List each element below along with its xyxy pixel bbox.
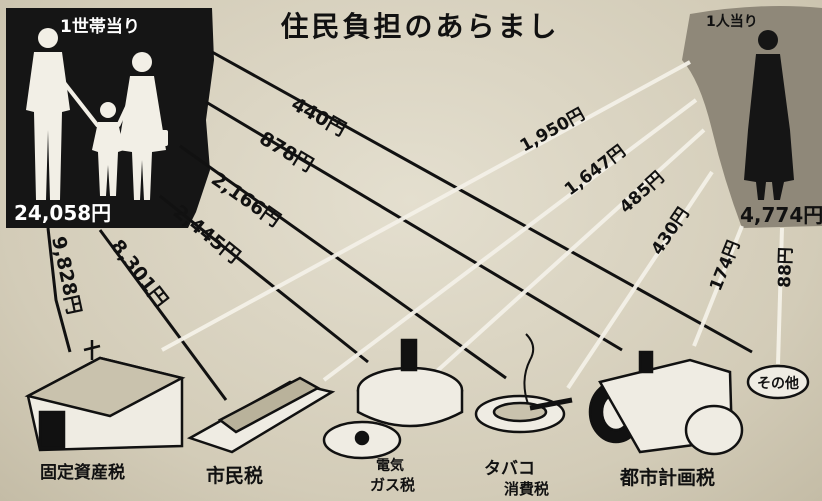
category-city-planning: 都市計画税 <box>619 466 715 489</box>
category-tobacco-2: 消費税 <box>504 480 549 498</box>
category-resident: 市民税 <box>206 464 263 487</box>
category-electric-gas-1: 電気 <box>376 457 404 474</box>
household-value-resident: 8,301円 <box>106 236 172 312</box>
household-value-other: 440円 <box>288 93 350 141</box>
person-value-electric-gas: 485円 <box>616 168 668 218</box>
person-label: 1人当り <box>706 13 758 30</box>
person-value-city-planning: 174円 <box>706 238 744 294</box>
person-total: 4,774円 <box>740 203 822 227</box>
category-other: その他 <box>757 375 799 392</box>
line-household-city-planning <box>205 100 623 352</box>
person-value-other: 88円 <box>775 247 796 288</box>
category-property: 固定資産税 <box>40 462 125 483</box>
line-household-tobacco <box>179 144 507 380</box>
electric-gas-icon <box>322 338 464 460</box>
household-value-electric-gas: 2,445円 <box>169 201 244 268</box>
household-value-tobacco: 2,166円 <box>207 168 284 231</box>
woman-icon <box>744 30 794 200</box>
household-lines <box>46 50 753 401</box>
line-person-property <box>161 60 691 352</box>
category-tobacco-1: タバコ <box>484 459 535 479</box>
household-total: 24,058円 <box>14 201 111 225</box>
person-value-resident: 1,647円 <box>561 141 630 200</box>
household-label: 1世帯当り <box>60 16 140 37</box>
line-household-resident <box>98 229 228 401</box>
line-person-electric-gas <box>434 128 706 374</box>
category-electric-gas-2: ガス税 <box>370 476 415 494</box>
house-icon <box>24 340 186 452</box>
line-household-other <box>211 50 753 354</box>
person-value-tobacco: 430円 <box>648 204 694 259</box>
envelope-icon <box>186 376 336 454</box>
person-value-property: 1,950円 <box>517 105 589 157</box>
diagram-title: 住民負担のあらまし <box>280 10 559 43</box>
other-badge: その他 <box>746 364 810 400</box>
roller-icon <box>588 350 744 456</box>
ashtray-icon <box>474 333 573 434</box>
line-household-electric-gas <box>159 194 369 364</box>
line-person-tobacco <box>566 170 714 390</box>
line-person-resident <box>322 98 698 382</box>
person-panel: 1人当り 4,774円 <box>682 6 822 228</box>
line-household-property <box>46 227 72 353</box>
line-person-other <box>776 227 784 365</box>
household-panel: 1世帯当り 24,058円 <box>6 8 214 228</box>
person-lines <box>161 60 784 390</box>
line-person-city-planning <box>692 225 744 347</box>
family-icon <box>26 28 168 200</box>
household-value-city-planning: 878円 <box>255 127 317 176</box>
